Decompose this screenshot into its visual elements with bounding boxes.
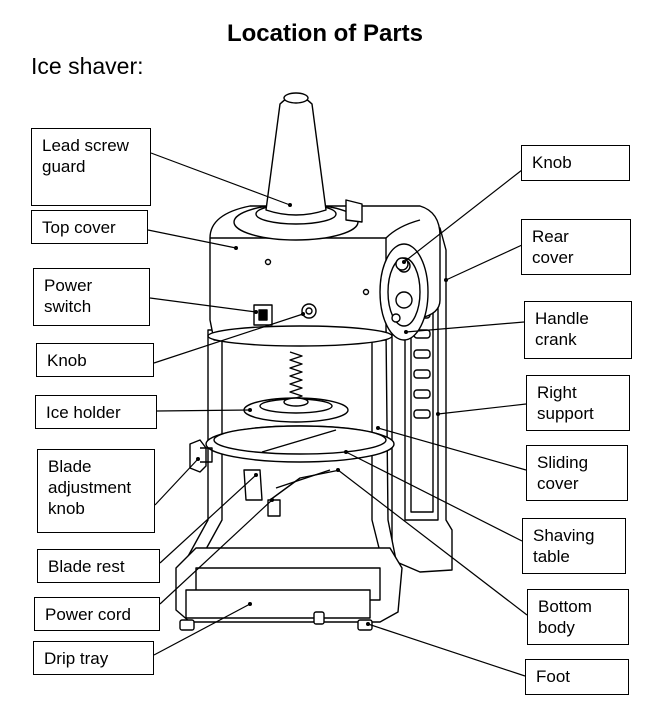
label-right-support: Right support	[526, 375, 630, 431]
page-subtitle: Ice shaver:	[31, 53, 144, 79]
label-knob-right: Knob	[521, 145, 630, 181]
label-rear-cover: Rear cover	[521, 219, 631, 275]
label-shaving-table: Shaving table	[522, 518, 626, 574]
label-blade-adjustment-knob: Blade adjustment knob	[37, 449, 155, 533]
label-lead-screw-guard: Lead screw guard	[31, 128, 151, 206]
label-blade-rest: Blade rest	[37, 549, 160, 583]
label-top-cover: Top cover	[31, 210, 148, 244]
label-knob-left: Knob	[36, 343, 154, 377]
label-bottom-body: Bottom body	[527, 589, 629, 645]
page-title: Location of Parts	[226, 20, 424, 47]
label-handle-crank: Handle crank	[524, 301, 632, 359]
label-power-switch: Power switch	[33, 268, 150, 326]
label-sliding-cover: Sliding cover	[526, 445, 628, 501]
label-drip-tray: Drip tray	[33, 641, 154, 675]
label-ice-holder: Ice holder	[35, 395, 157, 429]
label-foot: Foot	[525, 659, 629, 695]
label-power-cord: Power cord	[34, 597, 160, 631]
